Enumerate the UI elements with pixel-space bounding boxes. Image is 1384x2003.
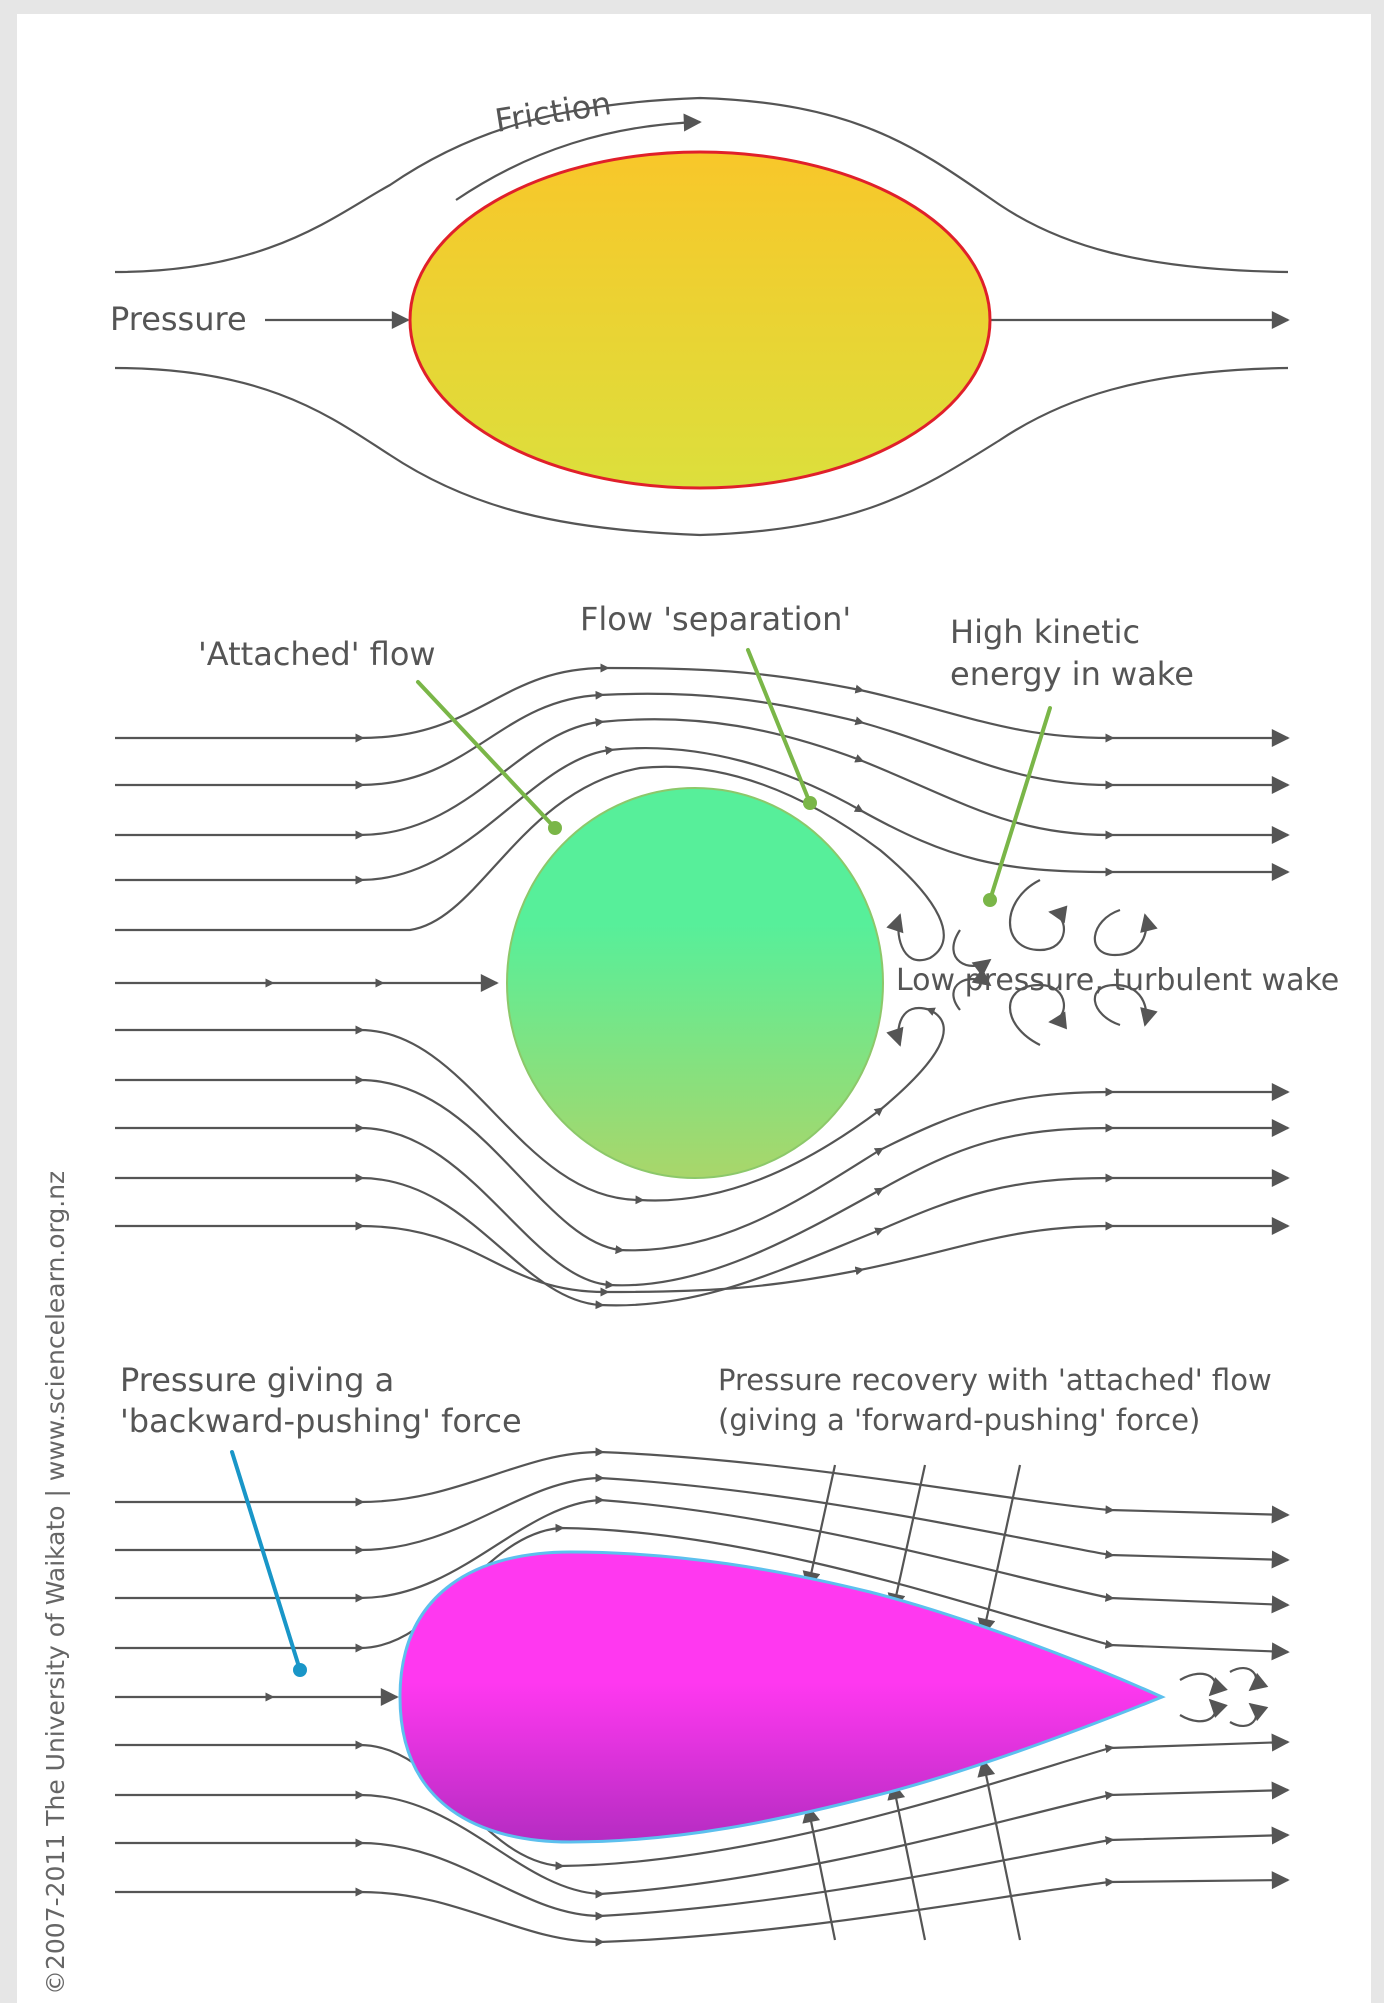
recovery-label-line2: (giving a 'forward-pushing' force) (718, 1403, 1200, 1437)
kinetic-leader (988, 706, 1052, 902)
friction-arrow (455, 113, 702, 201)
recovery-force-arrow-4 (802, 1804, 837, 1941)
cylinder-leaders (416, 648, 1052, 907)
recovery-force-arrow-2 (887, 1464, 927, 1612)
wake-eddy-4 (1008, 983, 1068, 1046)
teardrop-streamline-top-2 (115, 1473, 1290, 1569)
recovery-label-line1: Pressure recovery with 'attached' flow (718, 1363, 1272, 1397)
trailing-eddy-4 (1229, 1702, 1269, 1728)
teardrop-panel: Pressure giving a 'backward-pushing' for… (115, 1361, 1290, 1947)
recovery-force-arrow-3 (977, 1464, 1022, 1637)
cylinder-body (506, 787, 884, 1179)
lower-streamline (114, 366, 1289, 537)
separation-leader (746, 648, 812, 805)
cylinder-streamline-top-4 (115, 746, 1290, 885)
backward-leader-line (230, 1450, 302, 1672)
teardrop-streamline-top-1 (115, 1447, 1290, 1524)
cylinder-panel: 'Attached' flow Flow 'separation' High k… (115, 600, 1339, 1310)
recovery-force-arrows (802, 1464, 1022, 1941)
cylinder-streamline-sep (115, 765, 945, 962)
copyright-credit: ©2007-2011 The University of Waikato | w… (41, 1171, 70, 1995)
attached-leader (416, 680, 557, 830)
trailing-eddy-3 (1179, 1698, 1228, 1723)
wake-eddy-1 (1008, 879, 1068, 952)
separation-leader-dot (803, 796, 817, 810)
recovery-force-arrow-6 (977, 1758, 1022, 1941)
teardrop-streamline-bottom-3 (115, 1826, 1290, 1921)
upper-streamline (114, 96, 1289, 274)
kinetic-label-line2: energy in wake (950, 655, 1194, 693)
wake-eddy-2 (1093, 908, 1158, 957)
backward-leader-dot (293, 1663, 307, 1677)
ellipse-body (408, 150, 992, 490)
trailing-eddy-1 (1179, 1672, 1228, 1697)
backward-label-line2: 'backward-pushing' force (120, 1402, 522, 1440)
teardrop-streamlines (115, 1447, 1290, 1947)
friction-label: Friction (492, 84, 614, 140)
ellipse-panel: Friction Pressure (110, 84, 1290, 537)
kinetic-leader-dot (983, 893, 997, 907)
wake-label: Low pressure, turbulent wake (896, 963, 1339, 998)
kinetic-label-line1: High kinetic (950, 613, 1140, 651)
pressure-label: Pressure (110, 300, 247, 338)
wake-eddy-6 (952, 968, 992, 1011)
recovery-force-arrow-1 (802, 1464, 837, 1590)
teardrop-body (398, 1550, 1166, 1844)
cylinder-streamline-bottom-5 (115, 1217, 1290, 1297)
backward-label-line1: Pressure giving a (120, 1361, 394, 1399)
cylinder-streamline-top-2 (115, 690, 1290, 794)
backward-leader (230, 1450, 307, 1677)
recovery-force-arrow-5 (887, 1781, 927, 1941)
trailing-eddy-2 (1229, 1666, 1269, 1692)
separation-label: Flow 'separation' (580, 600, 851, 638)
teardrop-streamline-bottom-4 (115, 1871, 1290, 1947)
cylinder-streamlines (115, 663, 1290, 1310)
wake-eddy-3 (952, 929, 992, 977)
attached-leader-dot (548, 821, 562, 835)
attached-flow-label: 'Attached' flow (198, 635, 436, 673)
wake-eddy-5 (1093, 983, 1158, 1027)
